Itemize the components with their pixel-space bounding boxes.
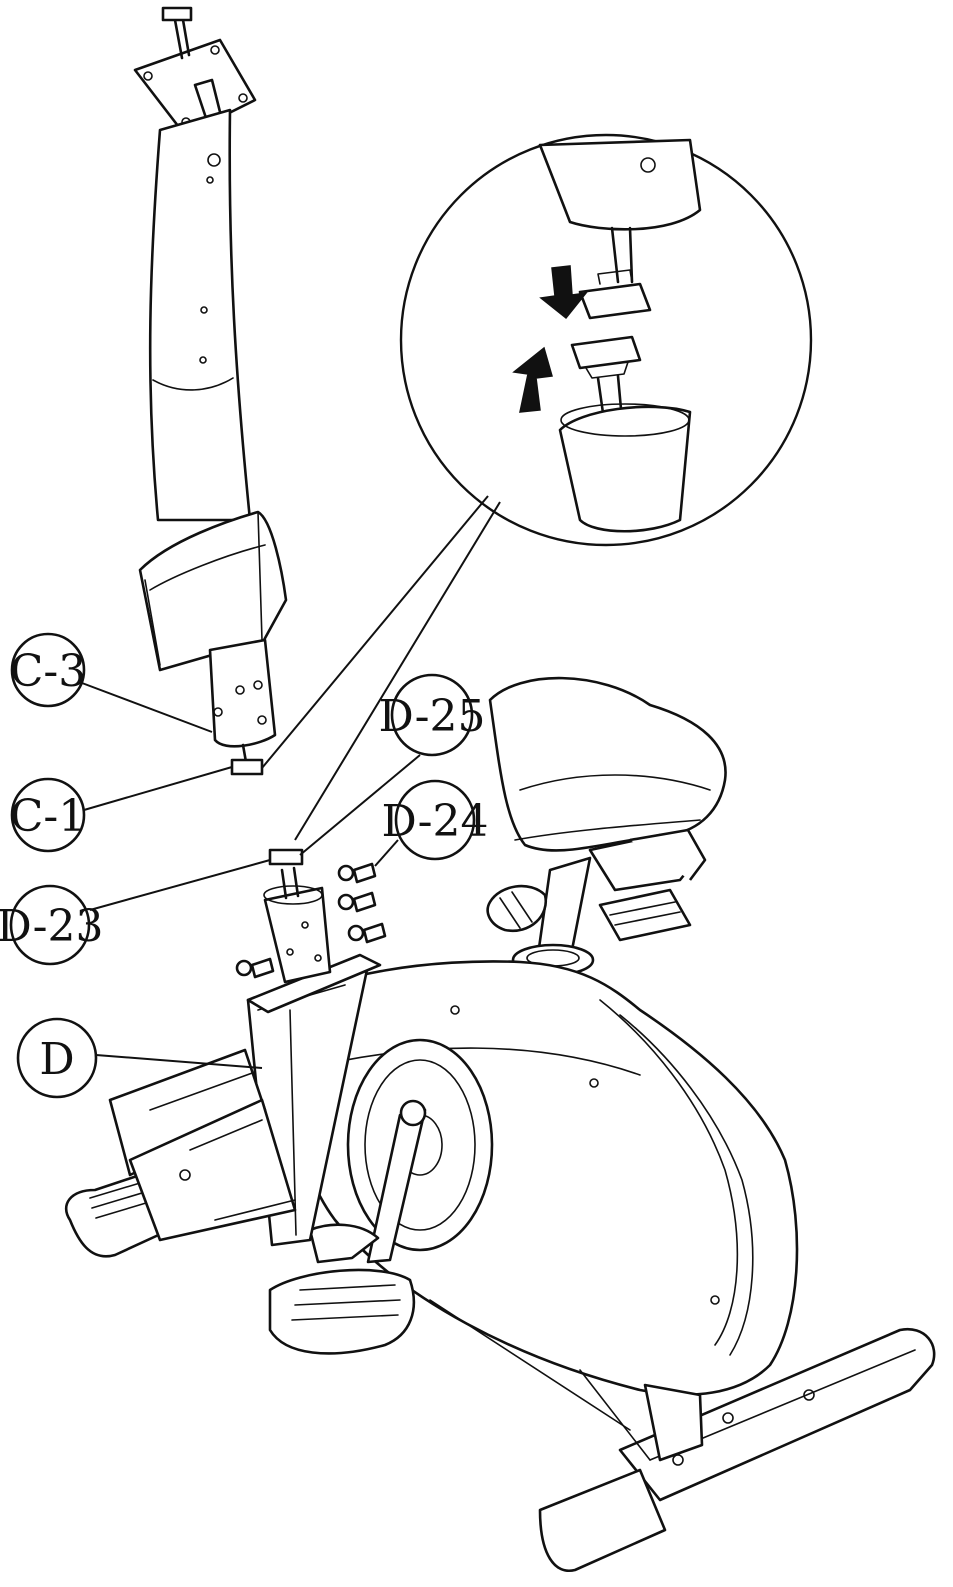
up-arrow [512, 346, 553, 413]
rear-end-cap [538, 1468, 667, 1573]
callout-c3: C-3 [10, 632, 213, 733]
rear-stabilizer [618, 1327, 936, 1502]
seat-assembly [486, 676, 727, 977]
c1-connector [230, 758, 264, 776]
console-mast [133, 6, 288, 776]
callout-label-d: D [39, 1034, 74, 1085]
callout-d: D [16, 1017, 263, 1099]
d23-connector [268, 848, 304, 866]
flywheel-disc [346, 1038, 494, 1252]
callout-label-d23: D-23 [0, 901, 103, 952]
callout-d25: D-25 [299, 673, 486, 856]
main-frame [64, 848, 936, 1573]
detail-view [261, 133, 813, 841]
callout-d23: D-23 [0, 859, 271, 966]
callout-d24: D-24 [374, 779, 489, 867]
callout-label-d24: D-24 [382, 796, 489, 847]
callout-label-d25: D-25 [379, 691, 486, 742]
callout-label-c1: C-1 [10, 791, 87, 842]
down-arrow [539, 265, 588, 320]
seat [488, 676, 727, 852]
front-pedal [268, 1268, 416, 1355]
callout-label-c3: C-3 [10, 646, 87, 697]
callout-c1: C-1 [10, 766, 233, 853]
frame-neck [263, 886, 332, 984]
bolts-and-washers [235, 862, 387, 979]
